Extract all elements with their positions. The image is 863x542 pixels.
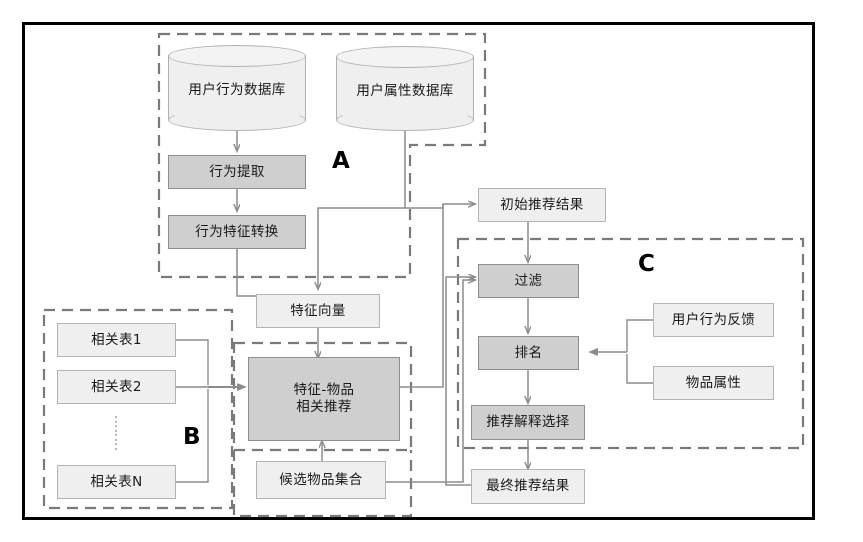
group-label-c: C [638, 251, 655, 277]
node-behavior-feature-transform[interactable]: 行为特征转换 [168, 215, 306, 249]
node-initial-recommendation-result[interactable]: 初始推荐结果 [478, 188, 606, 222]
database-user-behavior[interactable]: 用户行为数据库 [168, 45, 306, 131]
cylinder-top-ellipse [336, 46, 474, 68]
group-label-b: B [183, 424, 201, 450]
node-user-behavior-feedback[interactable]: 用户行为反馈 [653, 303, 774, 337]
cylinder-bottom-ellipse [336, 109, 474, 131]
database-user-attribute[interactable]: 用户属性数据库 [336, 46, 474, 131]
node-final-recommendation-result[interactable]: 最终推荐结果 [471, 469, 585, 504]
node-feature-vector[interactable]: 特征向量 [256, 294, 380, 328]
node-filter[interactable]: 过滤 [478, 264, 579, 298]
node-candidate-item-set[interactable]: 候选物品集合 [256, 461, 386, 499]
group-label-a: A [332, 148, 350, 174]
database-label: 用户属性数据库 [356, 82, 454, 99]
node-behavior-extraction[interactable]: 行为提取 [168, 155, 306, 189]
node-ranking[interactable]: 排名 [478, 336, 579, 370]
node-item-attributes[interactable]: 物品属性 [653, 366, 774, 400]
ellipsis-vertical-dots [115, 416, 117, 450]
node-recommendation-explanation-selection[interactable]: 推荐解释选择 [471, 405, 585, 440]
cylinder-bottom-ellipse [168, 109, 306, 131]
node-feature-item-recommendation[interactable]: 特征-物品 相关推荐 [248, 357, 400, 441]
database-label: 用户行为数据库 [188, 82, 286, 98]
node-related-table-n[interactable]: 相关表N [57, 465, 176, 499]
node-related-table-2[interactable]: 相关表2 [57, 370, 176, 404]
node-related-table-1[interactable]: 相关表1 [57, 323, 176, 357]
cylinder-top-ellipse [168, 45, 306, 67]
